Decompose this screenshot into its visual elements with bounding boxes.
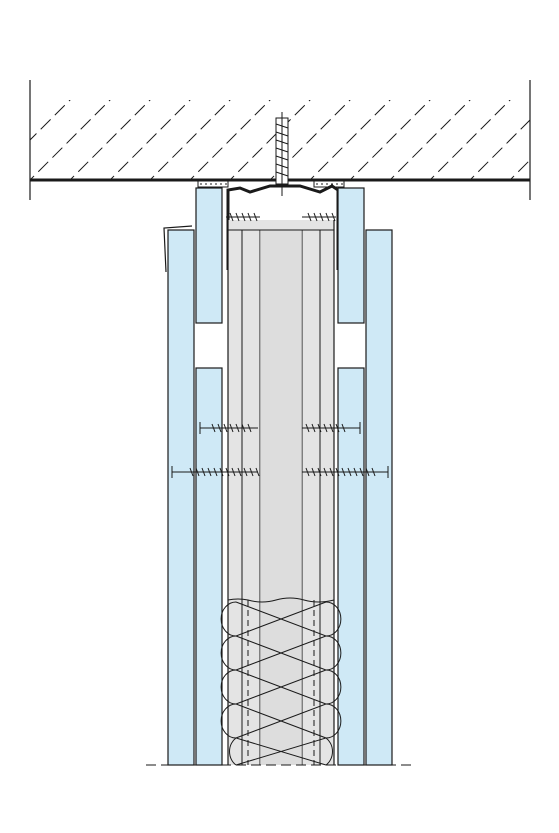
- board-layers-left: [167, 187, 223, 766]
- edge-angle: [163, 225, 193, 273]
- drywall-screws: [171, 212, 389, 478]
- metal-stud-core: [227, 220, 335, 765]
- ceiling-anchor: [275, 112, 289, 196]
- concrete-ceiling-slab: [29, 80, 531, 200]
- u-channel-track: [226, 184, 340, 270]
- mineral-wool-insulation: [220, 597, 342, 766]
- board-layers-right: [337, 187, 393, 766]
- sealing-strip: [197, 180, 345, 188]
